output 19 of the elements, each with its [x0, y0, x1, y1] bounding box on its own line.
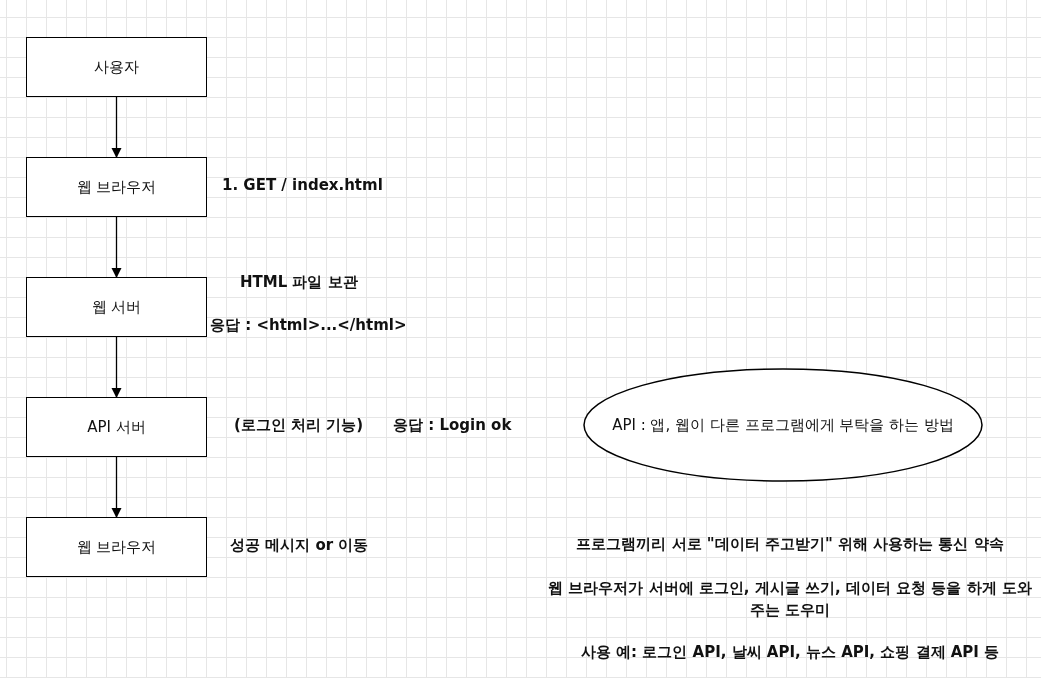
- annotation-text: 성공 메시지 or 이동: [230, 536, 369, 555]
- note-text: 웹 브라우저가 서버에 로그인, 게시글 쓰기, 데이터 요청 등을 하게 도와주는 도우미: [547, 578, 1033, 621]
- annotation-text: 응답 : <html>...</html>: [210, 316, 407, 335]
- note-text: 사용 예: 로그인 API, 날씨 API, 뉴스 API, 쇼핑 결제 API 등: [579, 642, 1001, 663]
- process-box: 웹 브라우저: [26, 517, 207, 577]
- annotation-text: (로그인 처리 기능): [234, 416, 364, 435]
- annotation-text: 응답 : Login ok: [393, 416, 512, 435]
- arrow: [111, 216, 122, 279]
- note-text: 프로그램끼리 서로 "데이터 주고받기" 위해 사용하는 통신 약속: [575, 534, 1005, 555]
- ellipse-text: API : 앱, 웹이 다른 프로그램에게 부탁을 하는 방법: [612, 415, 954, 435]
- process-box: API 서버: [26, 397, 207, 457]
- annotation-text: 1. GET / index.html: [222, 176, 383, 194]
- process-box: 사용자: [26, 37, 207, 97]
- arrow: [111, 96, 122, 159]
- arrow: [111, 336, 122, 399]
- process-box: 웹 서버: [26, 277, 207, 337]
- annotation-text: HTML 파일 보관: [240, 273, 358, 292]
- process-box: 웹 브라우저: [26, 157, 207, 217]
- arrow: [111, 456, 122, 519]
